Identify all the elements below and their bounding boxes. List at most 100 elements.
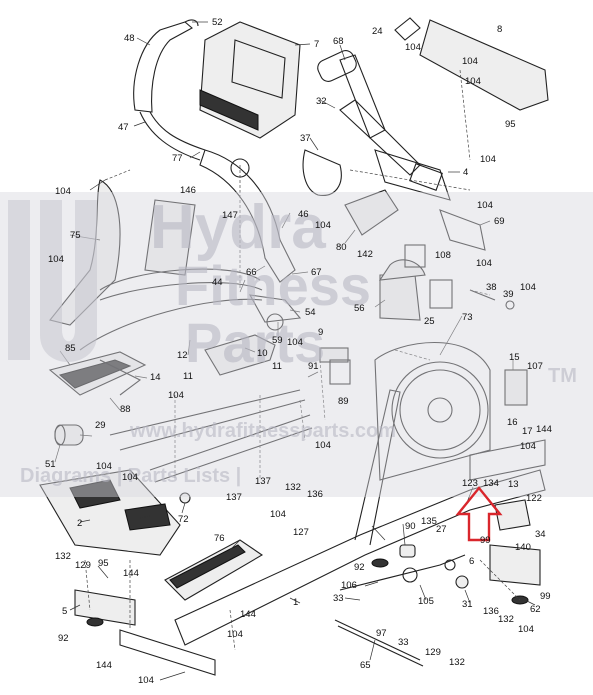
part-outline [334, 619, 421, 661]
assembly-line [349, 169, 471, 191]
part-outline [344, 189, 399, 236]
leader-line [374, 299, 386, 308]
part-outline [374, 149, 451, 201]
part-label-95: 95 [98, 558, 109, 569]
part-outline [144, 199, 196, 276]
part-label-46: 46 [298, 209, 309, 220]
part-label-99: 99 [480, 535, 491, 546]
part-drawings [39, 17, 549, 676]
leader-line [289, 309, 301, 313]
part-outline [439, 209, 486, 251]
part-outline [74, 589, 136, 626]
part-outline [199, 89, 259, 131]
leader-line [224, 539, 241, 556]
part-label-104: 104 [270, 509, 286, 520]
part-label-104: 104 [227, 629, 243, 640]
watermark-website: www.hydrafitnessparts.com [129, 420, 396, 442]
part-label-75: 75 [70, 230, 81, 241]
leader-line [289, 597, 301, 604]
assembly-line [479, 559, 521, 601]
leader-line [109, 397, 121, 411]
part-label-54: 54 [305, 307, 316, 318]
part-label-11: 11 [183, 371, 193, 382]
watermark-brand-line3: Parts [185, 311, 325, 374]
part-outline [119, 629, 216, 676]
part-outline [455, 575, 469, 589]
part-label-136: 136 [307, 489, 323, 500]
part-label-107: 107 [527, 361, 543, 372]
part-label-89: 89 [338, 396, 349, 407]
part-label-73: 73 [462, 312, 473, 323]
part-label-108: 108 [435, 250, 451, 261]
part-label-56: 56 [354, 303, 365, 314]
part-label-122: 122 [526, 493, 542, 504]
part-label-104: 104 [405, 42, 421, 53]
part-outline [378, 259, 426, 281]
part-label-13: 13 [508, 479, 519, 490]
part-outline [86, 617, 104, 627]
part-outline [69, 479, 121, 509]
assembly-line [84, 559, 91, 611]
part-label-85: 85 [65, 343, 76, 354]
part-label-137: 137 [226, 492, 242, 503]
part-label-2: 2 [77, 518, 82, 529]
leader-line [54, 444, 61, 463]
leader-line [139, 515, 151, 519]
part-label-44: 44 [212, 277, 223, 288]
leader-line [307, 371, 319, 378]
part-outline [164, 539, 264, 601]
part-label-127: 127 [293, 527, 309, 538]
assembly-line [319, 359, 326, 421]
part-outline [99, 268, 261, 291]
part-label-88: 88 [120, 404, 131, 415]
part-outline [204, 334, 276, 376]
part-outline [409, 163, 443, 191]
leader-line [254, 265, 266, 273]
leader-line [97, 565, 109, 579]
part-label-8: 8 [497, 24, 502, 35]
part-label-14: 14 [150, 372, 161, 383]
part-label-104: 104 [55, 186, 71, 197]
leader-line [439, 315, 463, 356]
part-outline [494, 499, 531, 531]
leader-line [464, 589, 471, 604]
leader-line [69, 604, 81, 611]
highlight-arrow-outline [455, 486, 503, 542]
leader-line [159, 671, 186, 681]
part-label-76: 76 [214, 533, 225, 544]
leader-line [79, 519, 91, 523]
part-label-48: 48 [124, 33, 135, 44]
part-label-34: 34 [535, 529, 546, 540]
part-label-31: 31 [462, 599, 473, 610]
leader-line [344, 597, 361, 601]
part-outline [374, 342, 491, 481]
part-outline [394, 17, 421, 41]
part-outline [184, 19, 199, 27]
part-label-104: 104 [287, 337, 303, 348]
part-label-92: 92 [58, 633, 69, 644]
leader-line [291, 271, 309, 275]
leader-line [369, 639, 376, 661]
leader-line [133, 121, 146, 127]
part-label-104: 104 [48, 254, 64, 265]
assembly-line [104, 169, 131, 181]
part-label-104: 104 [477, 200, 493, 211]
part-label-7: 7 [314, 39, 319, 50]
part-outline [339, 99, 421, 176]
part-labels: 52 48 7 68 24 104 8 104 104 95 32 47 77 … [45, 17, 552, 686]
part-outline [444, 559, 456, 571]
part-outline [133, 21, 193, 113]
part-outline [427, 397, 453, 423]
part-label-32: 32 [316, 96, 327, 107]
leader-line [244, 347, 256, 353]
part-label-62: 62 [530, 604, 541, 615]
leader-line [79, 434, 93, 437]
part-label-59: 59 [272, 335, 283, 346]
leader-line [136, 37, 151, 46]
part-outline [139, 111, 201, 161]
leader-line [309, 137, 319, 151]
part-label-38: 38 [486, 282, 497, 293]
part-label-27: 27 [436, 524, 447, 535]
part-label-10: 10 [257, 348, 268, 359]
